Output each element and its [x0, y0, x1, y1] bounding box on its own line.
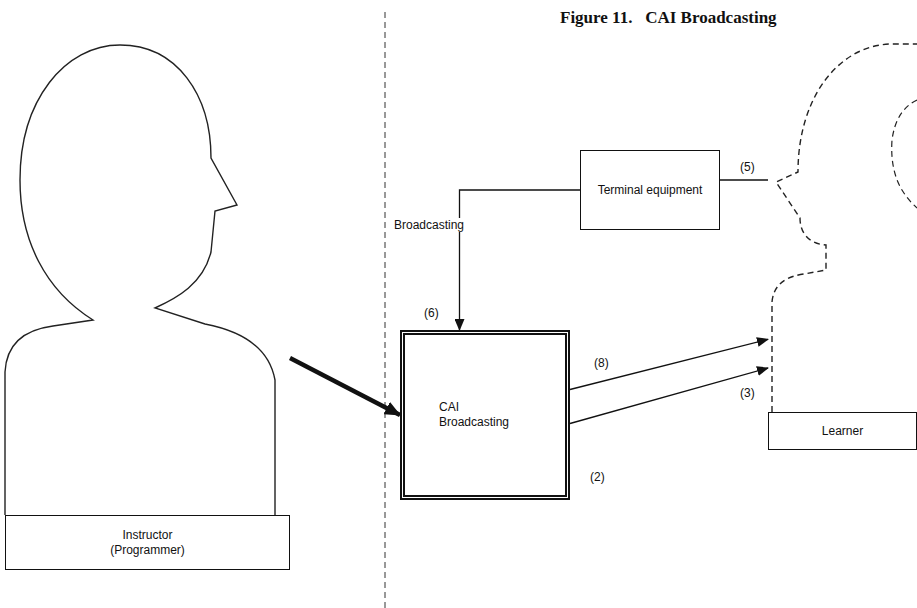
learner-figure: Learner: [768, 40, 917, 450]
node-text: CAI Broadcasting: [439, 400, 519, 430]
connector-arrow: [460, 190, 581, 330]
connector-arrow: [570, 368, 768, 424]
dashed-divider: [385, 12, 386, 608]
callout-number: (3): [738, 386, 757, 400]
instructor-figure: Instructor (Programmer): [5, 40, 290, 570]
node-text: Learner: [822, 424, 863, 439]
instructor-silhouette: [5, 40, 290, 570]
figure-outline: [772, 44, 917, 412]
name-plate: Learner: [768, 412, 917, 450]
learner-silhouette: [768, 40, 917, 450]
connector-arrow: [570, 339, 768, 389]
figure-outline: [5, 45, 275, 515]
name-plate: Instructor (Programmer): [5, 515, 290, 570]
callout-number: (2): [588, 470, 607, 484]
region-label: Broadcasting: [392, 218, 466, 232]
callout-number: (6): [422, 306, 441, 320]
node-text: Terminal equipment: [598, 183, 703, 198]
node-text: Instructor (Programmer): [100, 528, 195, 558]
broadcast-box: CAI Broadcasting: [400, 330, 570, 500]
terminal-box: Terminal equipment: [580, 150, 720, 230]
figure-title: Figure 11. CAI Broadcasting: [560, 8, 777, 28]
connector-arrow: [720, 179, 768, 180]
figure-outline: [892, 100, 917, 208]
thick-arrow: [290, 358, 400, 415]
callout-number: (5): [738, 160, 757, 174]
callout-number: (8): [592, 356, 611, 370]
